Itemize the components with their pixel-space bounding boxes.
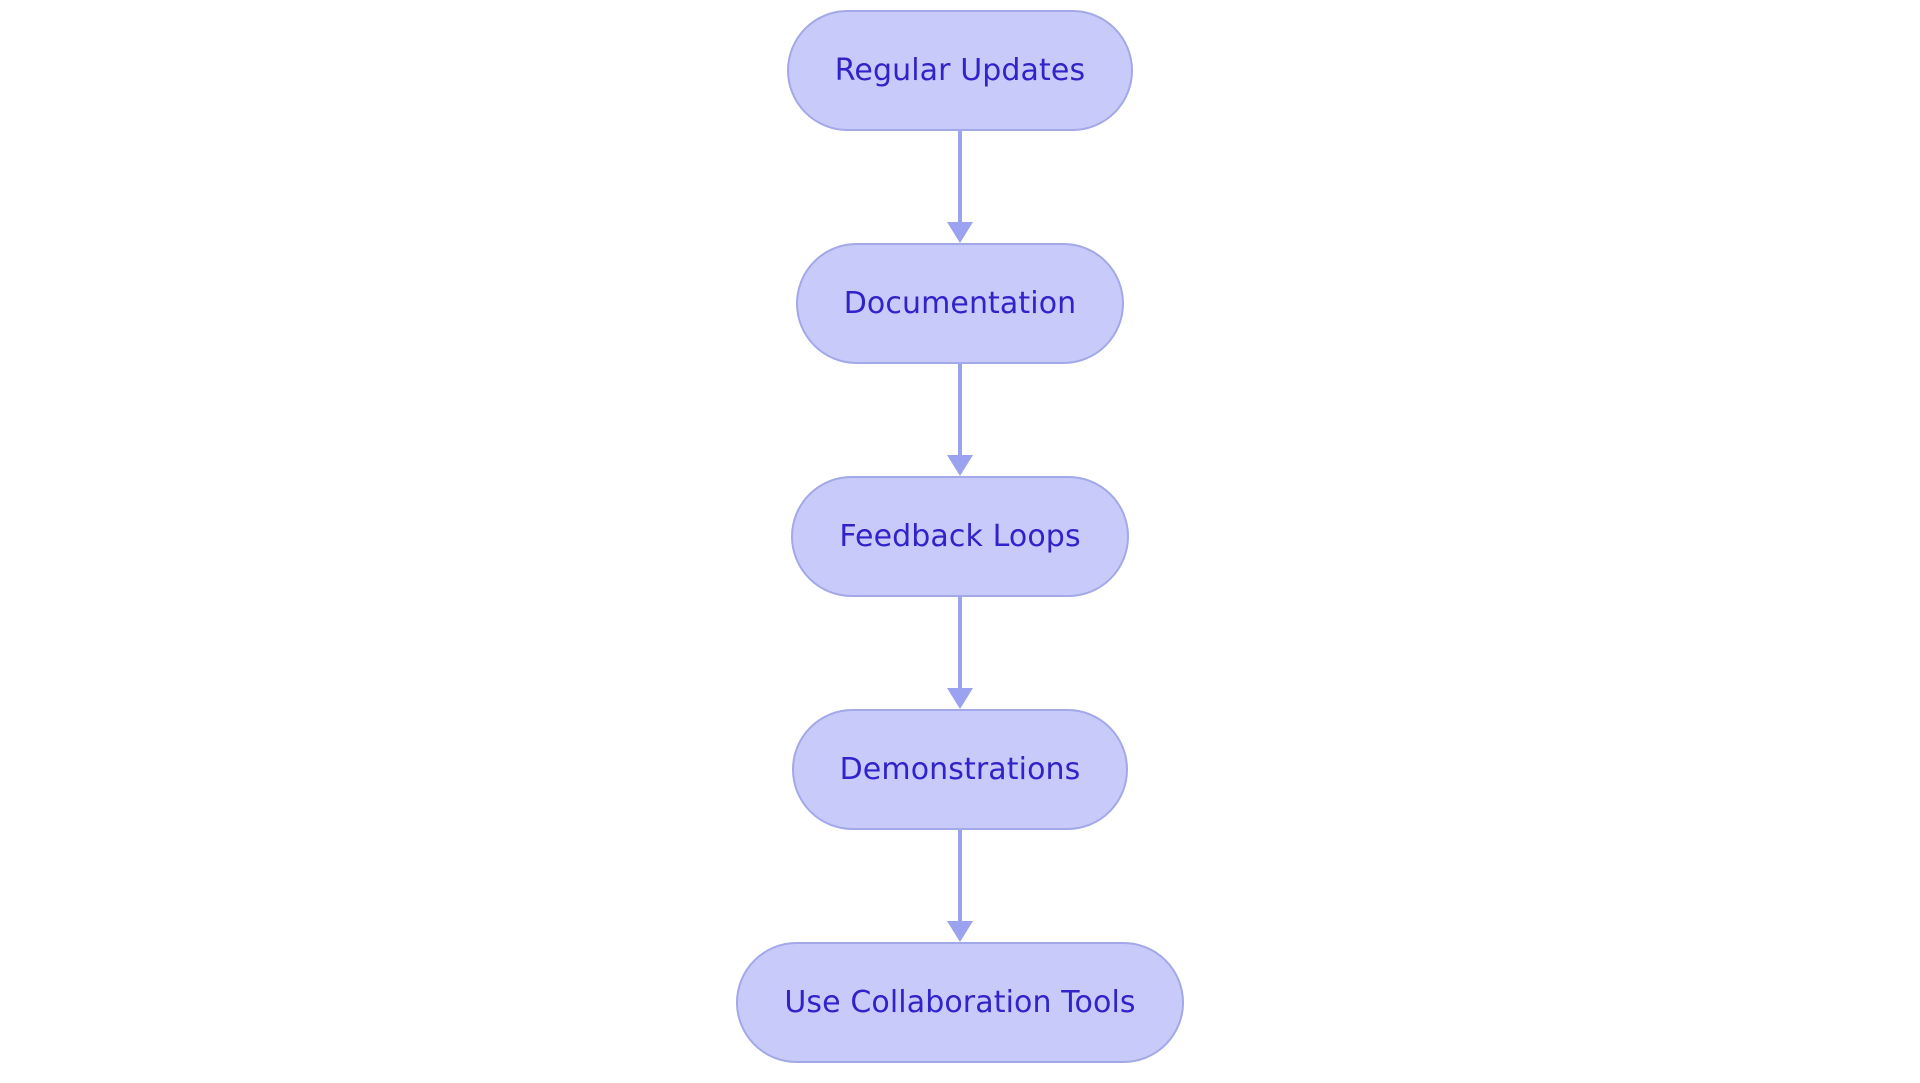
- flow-node-regular-updates[interactable]: Regular Updates: [786, 10, 1134, 131]
- flow-node-label: Documentation: [843, 285, 1077, 321]
- flow-node-documentation[interactable]: Documentation: [795, 243, 1125, 364]
- flow-node-label: Regular Updates: [834, 52, 1086, 88]
- flow-node-label: Demonstrations: [839, 751, 1081, 787]
- flow-node-label: Feedback Loops: [839, 518, 1081, 554]
- flow-node-demonstrations[interactable]: Demonstrations: [791, 709, 1129, 830]
- flow-arrow-3: [947, 597, 973, 709]
- down-arrow-icon: [947, 688, 973, 709]
- arrow-shaft: [958, 597, 962, 690]
- flow-arrow-4: [947, 830, 973, 942]
- flow-node-label: Use Collaboration Tools: [784, 984, 1136, 1020]
- down-arrow-icon: [947, 222, 973, 243]
- down-arrow-icon: [947, 455, 973, 476]
- arrow-shaft: [958, 364, 962, 457]
- arrow-shaft: [958, 131, 962, 224]
- flow-node-feedback-loops[interactable]: Feedback Loops: [791, 476, 1129, 597]
- arrow-shaft: [958, 830, 962, 923]
- flow-arrow-1: [947, 131, 973, 243]
- flow-arrow-2: [947, 364, 973, 476]
- down-arrow-icon: [947, 921, 973, 942]
- flow-node-use-collaboration-tools[interactable]: Use Collaboration Tools: [736, 942, 1184, 1063]
